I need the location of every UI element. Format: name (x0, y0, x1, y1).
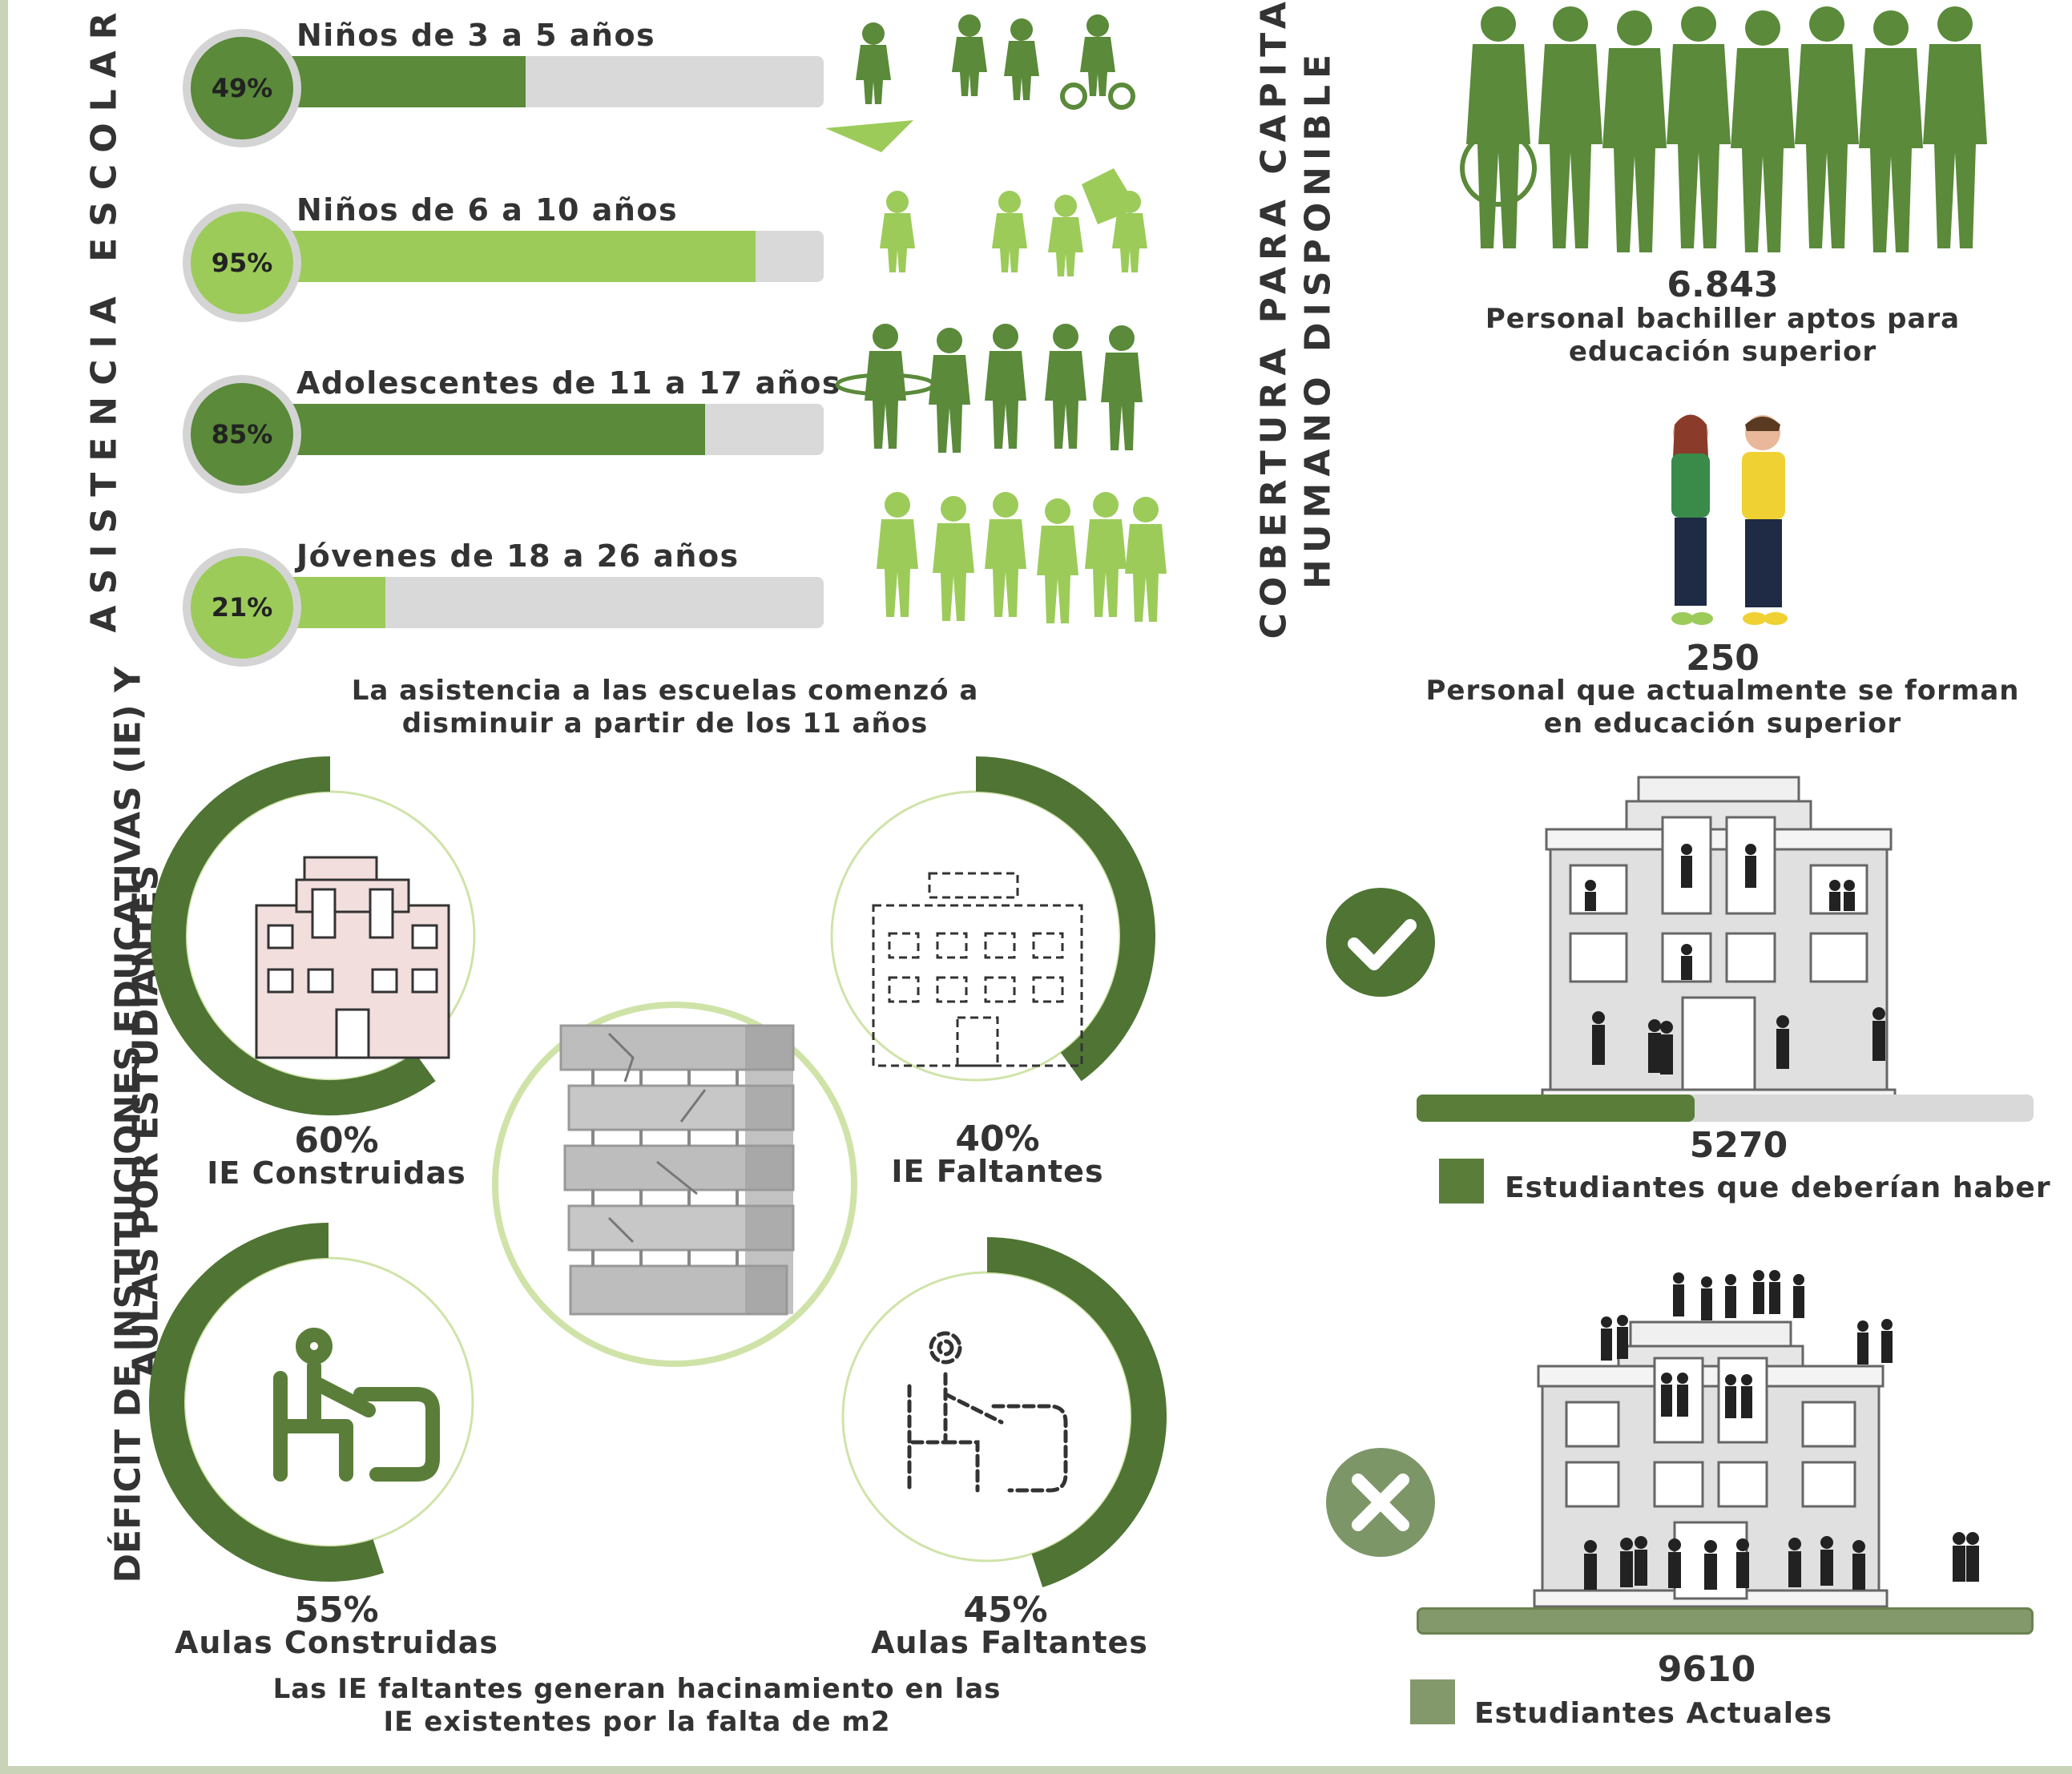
cross-icon (1326, 1448, 1435, 1557)
student-desk-icon (273, 1328, 440, 1482)
children-silhouettes-icon (825, 14, 1167, 623)
students-should-bar (1417, 1095, 2034, 1122)
school-building-icon (255, 856, 450, 1059)
students-actual-value: 9610 (1657, 1649, 1756, 1690)
formacion-label: Personal que actualmente se forman en ed… (1425, 675, 2020, 740)
attendance-bar-fill (280, 231, 756, 282)
age-group-label: Niños de 6 a 10 años (296, 192, 679, 228)
bachilleres-value: 6.843 (1667, 264, 1779, 305)
percent-badge: 21% (183, 548, 301, 667)
percent-badge: 85% (183, 375, 301, 494)
deficit-percent: 45% (963, 1590, 1048, 1631)
bachilleres-label: Personal bachiller aptos para educación … (1485, 303, 1961, 368)
deficit-label: IE Construidas (207, 1155, 466, 1191)
legend-swatch-actual (1410, 1679, 1455, 1724)
missing-school-icon (872, 872, 1083, 1067)
attendance-bar (280, 404, 824, 455)
percent-badge: 49% (183, 29, 301, 147)
students-should-value: 5270 (1689, 1125, 1788, 1166)
damaged-building-icon (492, 1002, 857, 1367)
graduates-silhouettes-icon (1460, 6, 1987, 252)
students-actual-bar-fill (1417, 1607, 2034, 1635)
missing-desk-icon (907, 1331, 1068, 1493)
deficit-percent: 60% (294, 1120, 379, 1161)
overcrowded-school-icon (1533, 1320, 1889, 1611)
ring-progress-arc (151, 756, 436, 1115)
aulas-faltantes-ring (841, 1237, 1167, 1588)
attendance-bar-fill (280, 56, 526, 107)
asistencia-note: La asistencia a las escuelas comenzó a d… (351, 675, 979, 740)
students-should-label: Estudiantes que deberían haber (1505, 1171, 2051, 1204)
percent-badge: 95% (183, 204, 301, 322)
check-icon (1326, 888, 1435, 997)
deficit-label: Aulas Construidas (174, 1625, 499, 1660)
attendance-bar (280, 231, 824, 282)
ring-progress-arc (975, 756, 1155, 1082)
attendance-bar-fill (280, 404, 706, 455)
students-illustration-icon (1671, 414, 1788, 625)
age-group-label: Niños de 3 a 5 años (296, 18, 656, 53)
formacion-value: 250 (1686, 638, 1760, 679)
deficit-label: Aulas Faltantes (871, 1625, 1148, 1660)
ring-inner-circle (830, 790, 1122, 1082)
deficit-percent: 55% (294, 1590, 379, 1631)
students-actual-bar (1417, 1607, 2034, 1635)
legend-swatch-should (1439, 1159, 1484, 1203)
attendance-bar (280, 56, 824, 107)
students-schools-illustration (1326, 776, 1979, 1611)
age-group-label: Jóvenes de 18 a 26 años (296, 538, 740, 574)
deficit-percent: 40% (955, 1119, 1040, 1159)
ring-progress-arc (149, 1223, 385, 1582)
students-should-bar-fill (1417, 1095, 1695, 1122)
people-silhouettes-icon (1585, 844, 1885, 1074)
students-actual-label: Estudiantes Actuales (1474, 1697, 1832, 1730)
ring-progress-arc (986, 1237, 1167, 1588)
crowd-silhouettes-icon (1584, 1270, 1979, 1590)
deficit-note: Las IE faltantes generan hacinamiento en… (272, 1673, 1002, 1738)
age-group-label: Adolescentes de 11 a 17 años (296, 365, 841, 401)
deficit-label: IE Faltantes (891, 1154, 1104, 1189)
ie-faltantes-ring (830, 756, 1155, 1082)
